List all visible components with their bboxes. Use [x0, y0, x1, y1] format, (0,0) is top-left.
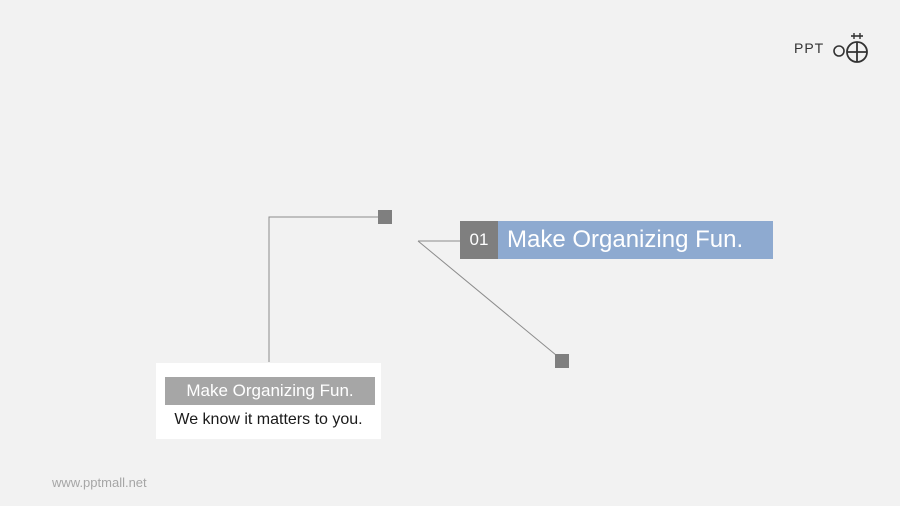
logo: PPT [794, 31, 874, 65]
card-subtitle: We know it matters to you. [174, 411, 363, 428]
card-title: Make Organizing Fun. [165, 377, 375, 405]
footer-url: www.pptmall.net [52, 475, 147, 490]
bottom-node-square [555, 354, 569, 368]
top-node-square [378, 210, 392, 224]
headline-number: 01 [460, 221, 498, 259]
text-card: Make Organizing Fun. We know it matters … [156, 363, 381, 439]
logo-text: PPT [794, 40, 825, 56]
ppt-mall-logo-icon [833, 33, 868, 63]
card-connector-line [268, 216, 378, 362]
diagonal-connector-line [417, 240, 557, 356]
headline-block: 01 Make Organizing Fun. [460, 221, 773, 259]
headline-title: Make Organizing Fun. [498, 221, 773, 259]
